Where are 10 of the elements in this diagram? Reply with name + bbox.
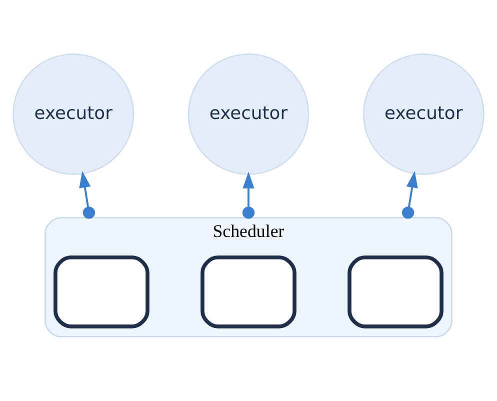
node-monitor [200, 255, 296, 328]
node-circle: executor [362, 53, 484, 175]
arrow [79, 171, 96, 219]
node-monitor [54, 255, 150, 328]
node-monitor [348, 255, 444, 328]
node-circle: executor [12, 53, 134, 175]
arrow [402, 171, 418, 219]
arrow [242, 172, 255, 219]
cluster: Scheduler [44, 217, 452, 338]
node-circle: executor [188, 53, 310, 175]
